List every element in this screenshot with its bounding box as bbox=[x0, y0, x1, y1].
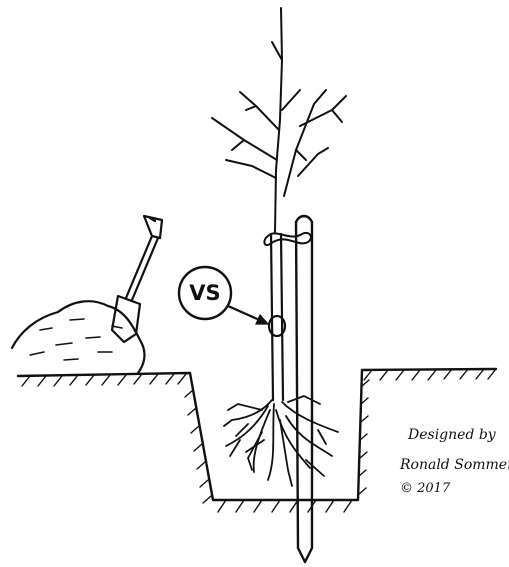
planting-pit bbox=[184, 379, 370, 513]
tree-crown bbox=[211, 7, 347, 233]
credit-line-1: Designed by bbox=[408, 427, 496, 443]
callout-label: VS bbox=[189, 281, 220, 305]
tree-roots bbox=[223, 395, 339, 487]
soil-pile bbox=[10, 300, 146, 375]
callout-circle bbox=[177, 265, 233, 321]
ground-surface bbox=[16, 367, 498, 502]
credit-line-3: © 2017 bbox=[400, 481, 451, 496]
callout-arrowhead bbox=[255, 313, 270, 325]
tree-tie bbox=[263, 232, 312, 246]
support-stake bbox=[294, 214, 314, 564]
grafting-point bbox=[267, 314, 287, 338]
callout: VS bbox=[177, 265, 270, 325]
credit-line-2: Ronald Sommer bbox=[400, 457, 509, 473]
spade-icon bbox=[110, 214, 164, 344]
